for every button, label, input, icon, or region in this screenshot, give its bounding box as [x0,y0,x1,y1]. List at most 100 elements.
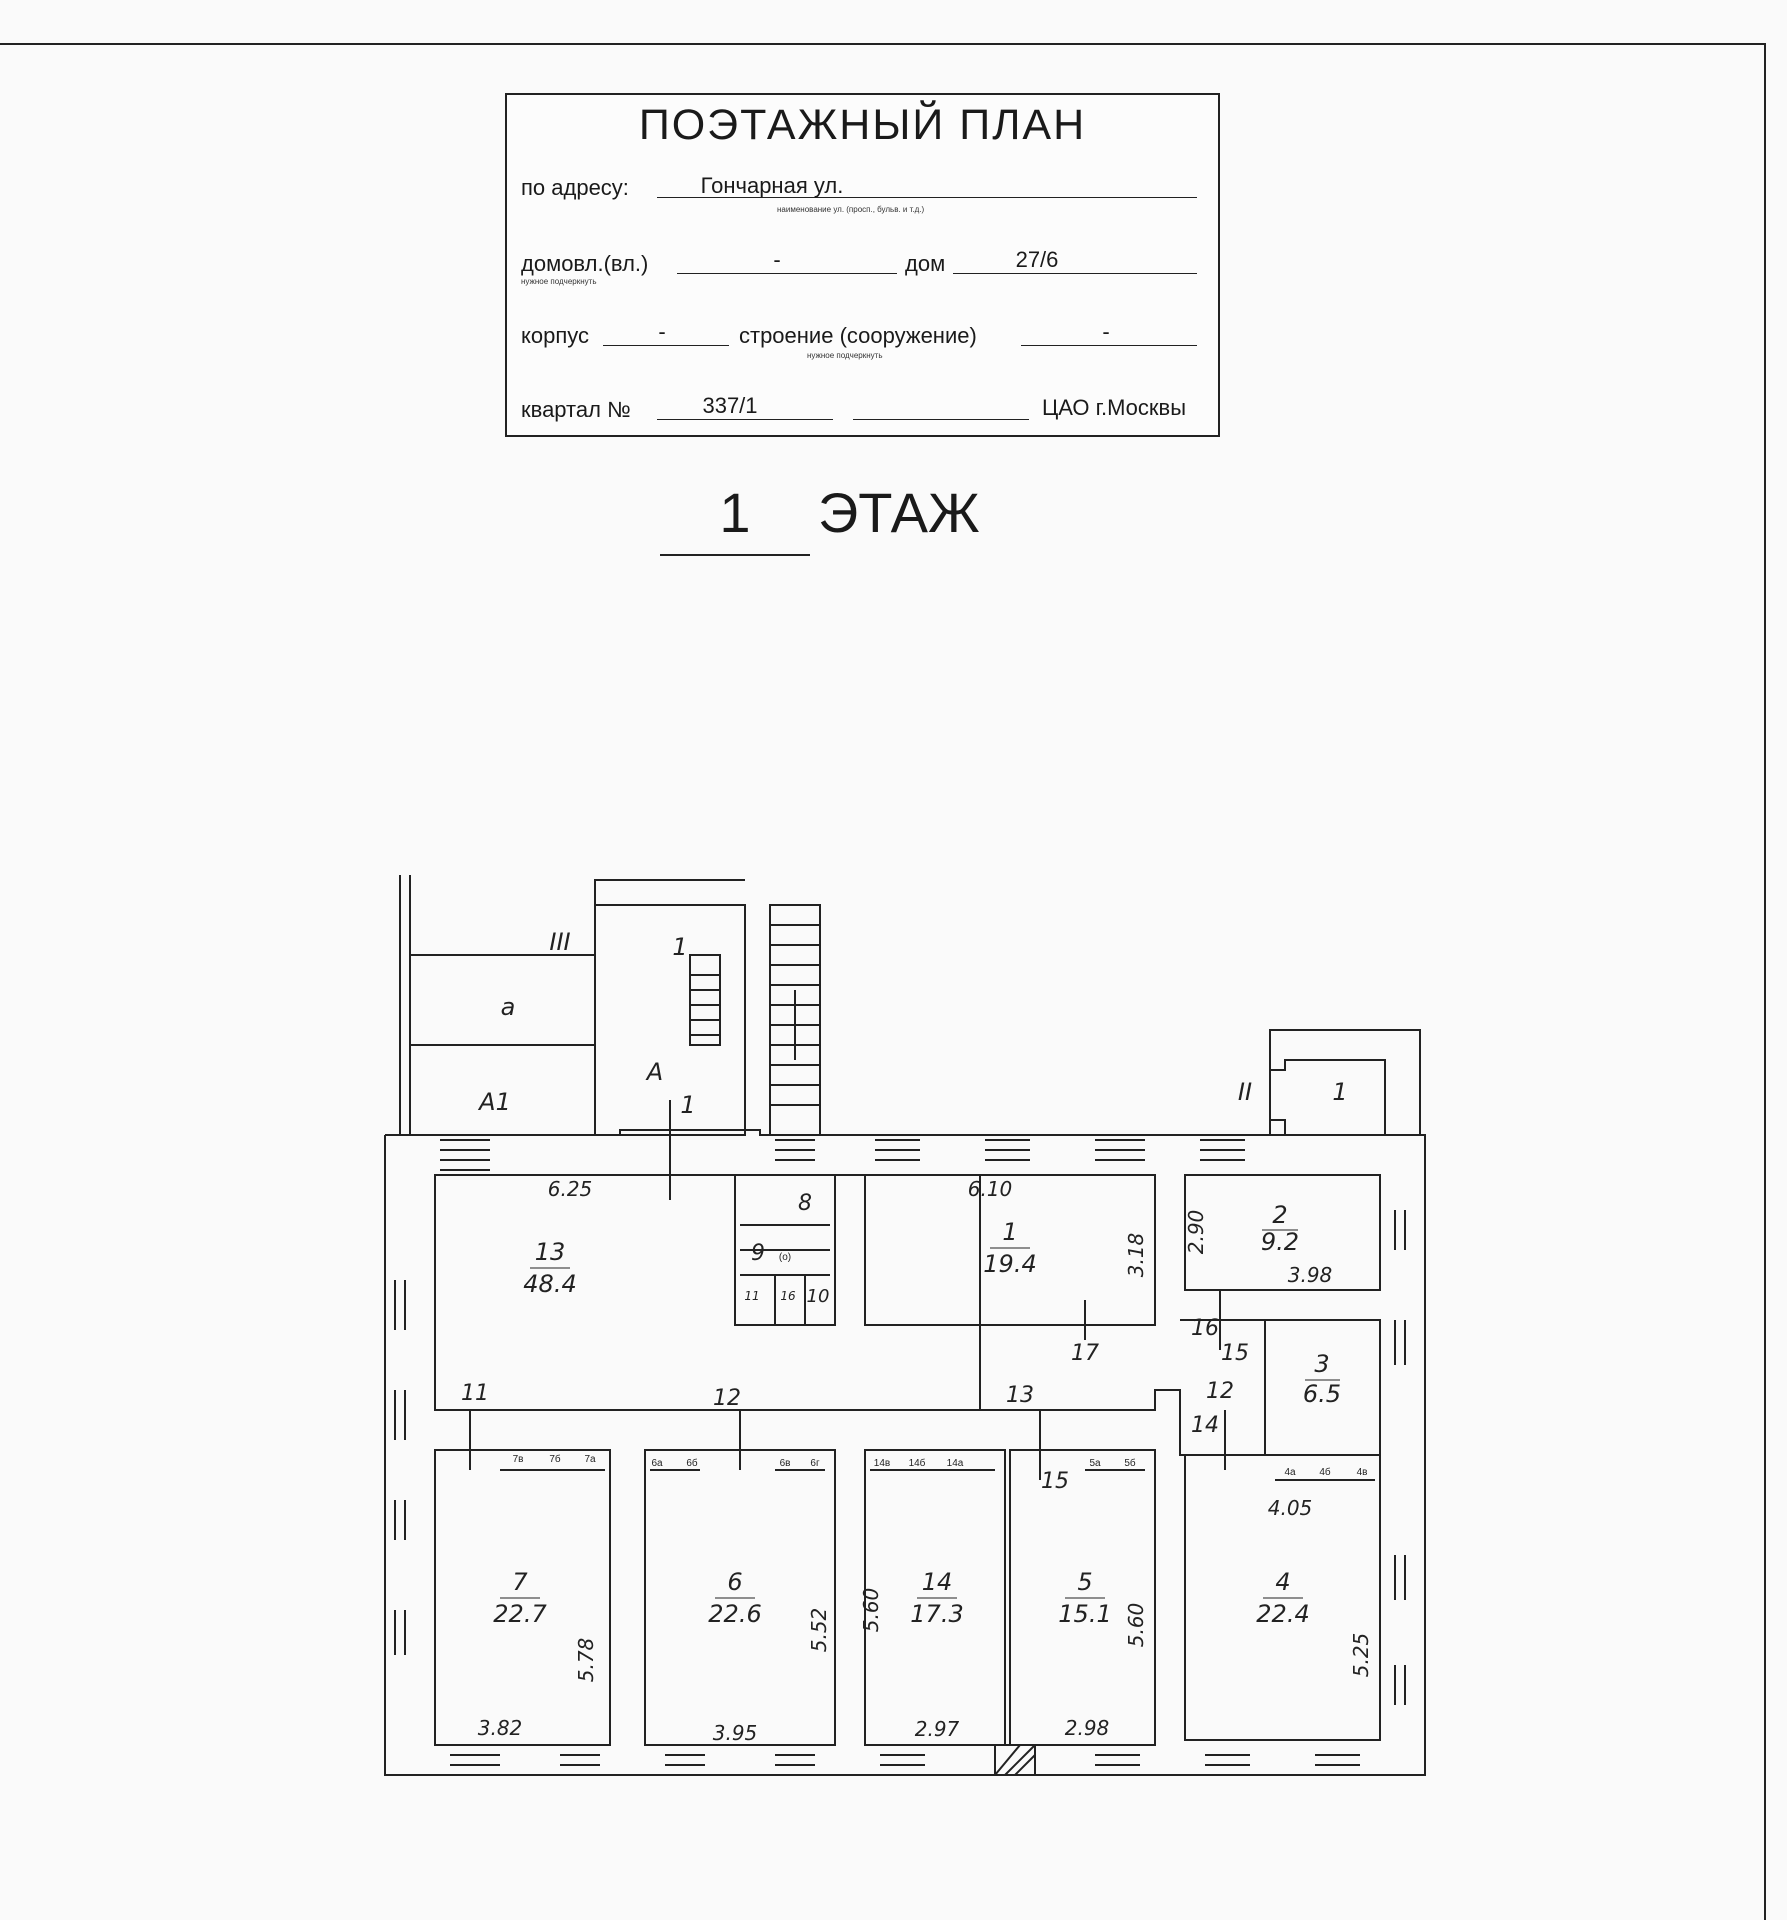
stroenie-hint: нужное подчеркнуть [807,351,883,360]
room-3-number: 3 [1314,1350,1329,1378]
room-1-area: 19.4 [983,1250,1036,1278]
long-stair [769,904,821,1136]
room-14-wall [864,1449,1006,1746]
room-13-wall [434,1174,981,1411]
tiny-6g: 6г [810,1458,820,1469]
tiny-6a: 6а [651,1458,663,1469]
room-3-area: 6.5 [1303,1380,1341,1408]
room-13-number: 13 [535,1238,566,1266]
label-17: 17 [1071,1341,1099,1366]
annex-label-a-lower: а [501,993,516,1021]
domovl-label: домовл.(вл.) [521,251,649,276]
tiny-7b: 7б [549,1453,561,1465]
label-9: 9 [751,1241,765,1266]
domovl-hint: нужное подчеркнуть [521,277,597,286]
label-14: 14 [1191,1413,1219,1438]
room-13-area: 48.4 [523,1270,576,1298]
room-6-area: 22.6 [708,1600,761,1628]
stroenie-label: строение (сооружение) [739,323,977,348]
sheet-border [0,43,1766,1920]
room-7-number: 7 [512,1568,528,1596]
room-5-area: 15.1 [1058,1600,1111,1628]
dim-3-98: 3.98 [1288,1263,1333,1287]
dim-3-82: 3.82 [478,1716,523,1740]
label-11-wc: 11 [744,1289,759,1303]
tiny-7a: 7а [584,1454,596,1465]
district-value: ЦАО г.Москвы [1041,395,1187,420]
annex-label-a: А [645,1058,663,1086]
tiny-4v: 4в [1357,1467,1368,1478]
floor-number: 1 [660,478,810,556]
corridor-walls [435,1389,1185,1456]
room-14-number: 14 [922,1568,953,1596]
address-hint: наименование ул. (просп., бульв. и т.д.) [777,205,925,214]
label-12: 12 [1206,1379,1234,1404]
address-line [657,197,1197,198]
korpus-value: - [658,319,666,344]
korpus-label: корпус [521,323,590,348]
domovl-line [677,273,897,274]
stroenie-line [1021,345,1197,346]
annex-room-ii [1270,1059,1386,1136]
label-16-wc: 16 [780,1289,796,1303]
floor-label: ЭТАЖ [818,481,980,544]
tiny-14a: 14а [947,1458,964,1469]
room-4-number: 4 [1275,1568,1290,1596]
dim-5-60-a: 5.60 [859,1588,883,1633]
tiny-4b: 4б [1319,1466,1331,1478]
label-16: 16 [1191,1316,1219,1341]
korpus-line [603,345,729,346]
dim-3-95: 3.95 [713,1721,758,1745]
dom-line [953,273,1197,274]
title-block-stamp: ПОЭТАЖНЫЙ ПЛАН по адресу: Гончарная ул. … [505,93,1220,437]
tiny-5a: 5а [1089,1458,1101,1469]
room-5-number: 5 [1077,1568,1092,1596]
dom-value: 27/6 [1015,247,1059,272]
dom-label: дом [905,251,946,276]
kvartal-label: квартал № [521,397,631,422]
annex-label-iii: III [549,928,570,956]
kvartal-value: 337/1 [702,393,758,418]
dim-5-60-b: 5.60 [1124,1603,1148,1648]
room-2-area: 9.2 [1261,1228,1299,1256]
room-1-wall [864,1174,1156,1326]
annex-label-ii: II [1238,1078,1252,1106]
tiny-o: (о) [779,1252,791,1263]
dim-2-97: 2.97 [915,1717,960,1741]
stamp-title: ПОЭТАЖНЫЙ ПЛАН [638,101,1087,149]
district-line [853,419,1029,420]
label-8: 8 [798,1191,812,1216]
room-6-number: 6 [727,1568,742,1596]
room-1-number: 1 [1002,1218,1017,1246]
wc-block [734,1174,836,1326]
label-10: 10 [807,1286,830,1307]
label-15: 15 [1221,1341,1249,1366]
dim-5-52: 5.52 [807,1608,831,1653]
building-outline [384,1029,1426,1776]
kvartal-line [657,419,833,420]
dim-5-25: 5.25 [1349,1633,1373,1678]
room-5-wall [1009,1449,1156,1746]
address-label: по адресу: [521,175,629,200]
dim-6-10: 6.10 [968,1177,1013,1201]
dim-2-90: 2.90 [1184,1210,1208,1255]
room-14-area: 17.3 [910,1600,963,1628]
room-2-number: 2 [1272,1201,1287,1229]
dim-5-78: 5.78 [574,1638,598,1683]
stroenie-value: - [1102,319,1110,344]
annex-label-a1: А1 [477,1088,511,1116]
annex-label-1: 1 [680,1091,695,1119]
tiny-14v: 14в [874,1458,890,1469]
tiny-7v: 7в [513,1454,524,1465]
label-13: 13 [1006,1383,1034,1408]
domovl-value: - [773,247,781,272]
room-7-wall [434,1449,611,1746]
tiny-4a: 4а [1284,1467,1296,1478]
annex-label-1-right: 1 [1332,1078,1347,1106]
tiny-14b: 14б [909,1457,926,1469]
dim-4-05: 4.05 [1268,1496,1313,1520]
label-11: 11 [461,1381,489,1406]
tiny-5b: 5б [1124,1457,1136,1469]
tiny-6b: 6б [686,1457,698,1469]
